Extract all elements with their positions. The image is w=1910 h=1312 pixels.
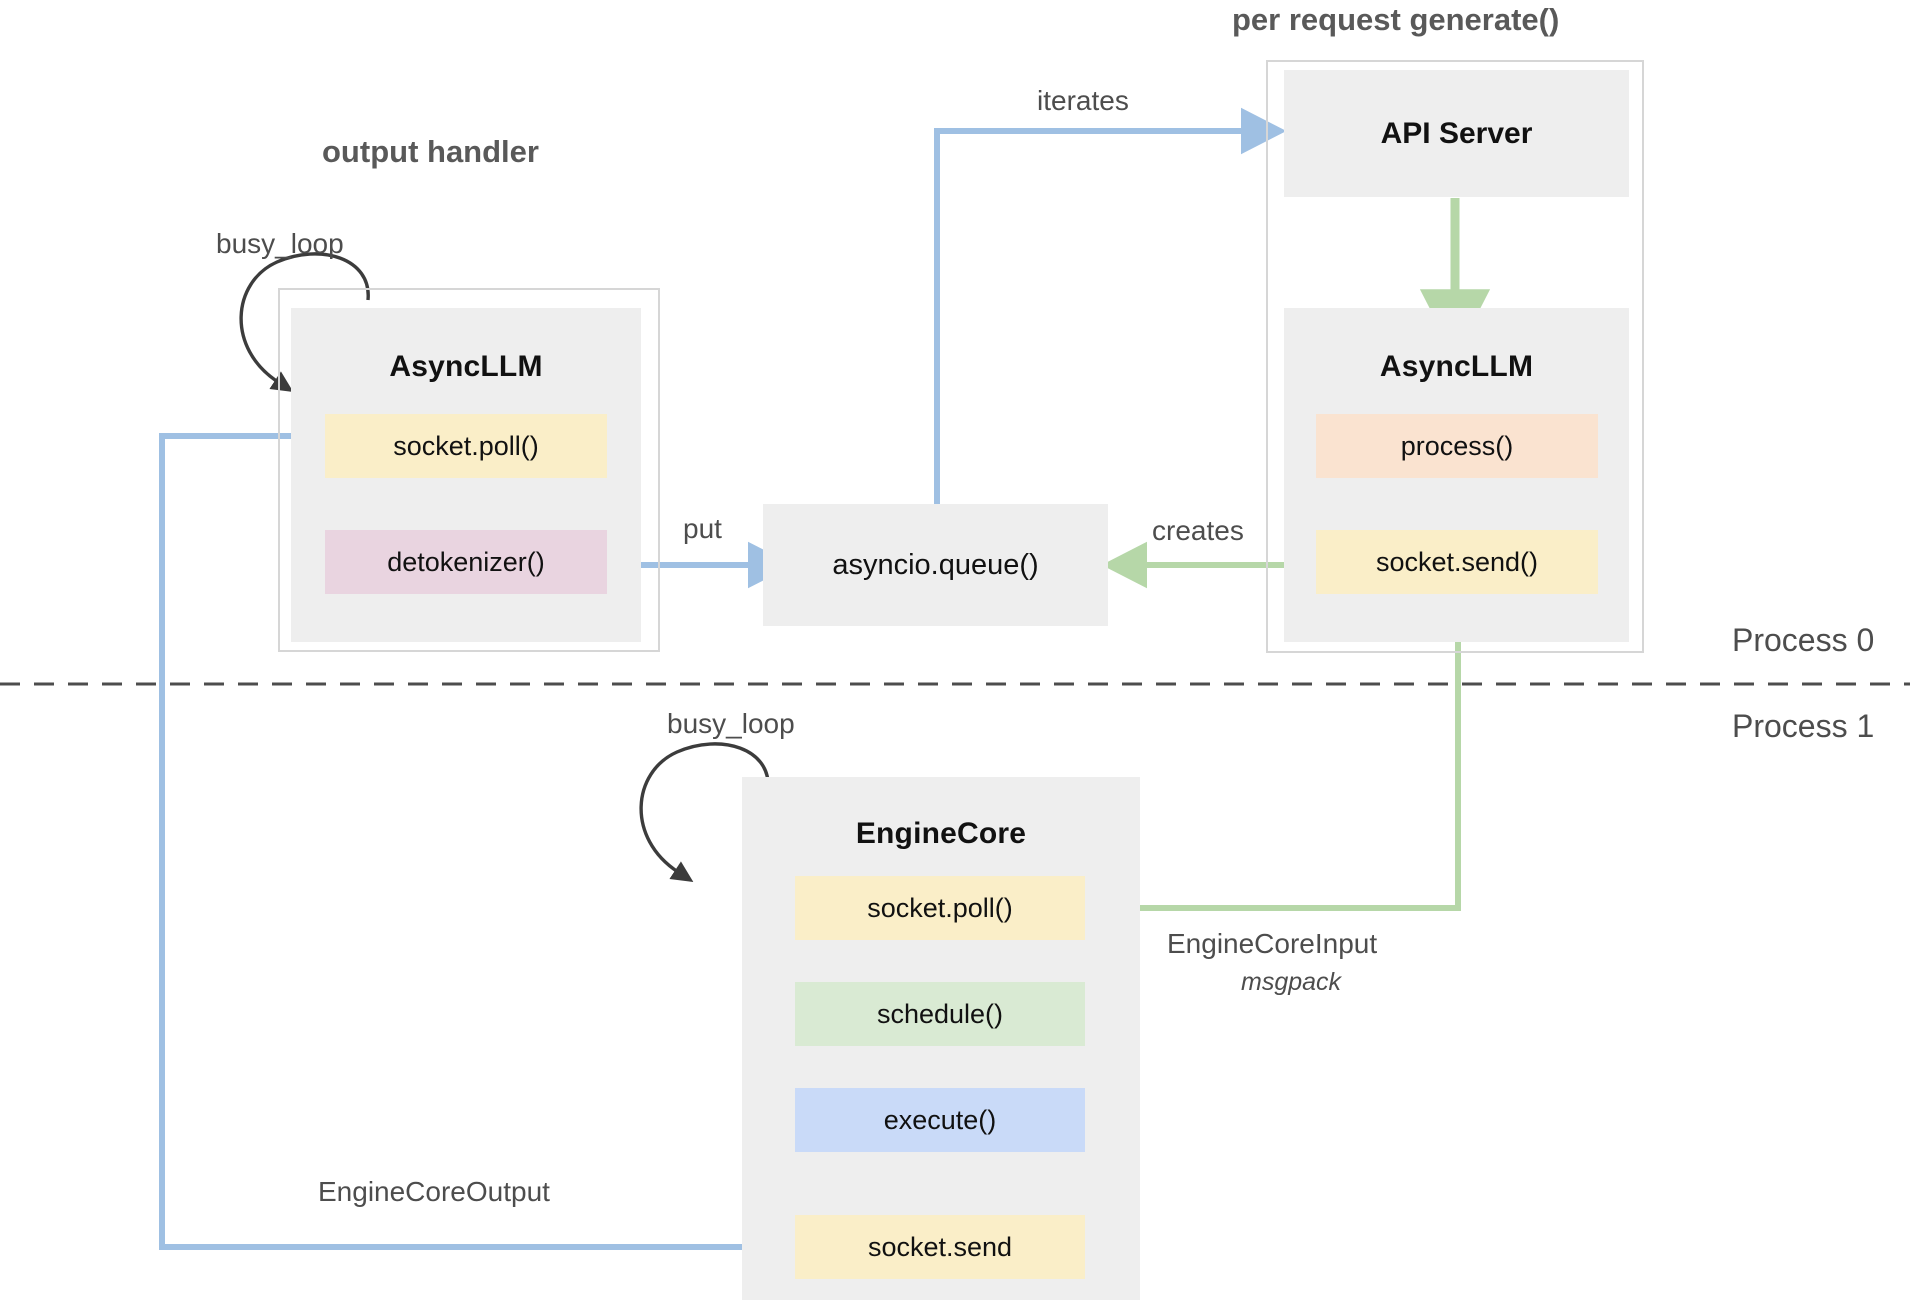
busy-loop-arc-left (239, 252, 370, 393)
async-llm-left-item-detokenizer[interactable]: detokenizer() (325, 530, 607, 594)
engine-core-title: EngineCore (855, 817, 1027, 850)
edge-label-iterates: iterates (1037, 85, 1129, 116)
async-llm-right-item-socket-send[interactable]: socket.send() (1316, 530, 1598, 594)
group-label-output-handler: output handler (322, 134, 539, 169)
process-label-1: Process 1 (1732, 708, 1875, 744)
async-llm-right-item-process[interactable]: process() (1316, 414, 1598, 478)
busy-loop-label-engine: busy_loop (667, 708, 795, 739)
edge-label-engine-core-input: EngineCoreInput (1167, 928, 1378, 959)
process-label-0: Process 0 (1732, 622, 1875, 658)
edge-engine-core-output (159, 412, 795, 1250)
group-label-per-request-generate: per request generate() (1232, 2, 1560, 37)
async-llm-left-title: AsyncLLM (389, 350, 543, 383)
engine-core-item-execute[interactable]: execute() (795, 1088, 1085, 1152)
async-llm-left-item-socket-poll[interactable]: socket.poll() (325, 414, 607, 478)
busy-loop-label-left: busy_loop (216, 228, 344, 259)
edge-label-put: put (683, 513, 722, 544)
edge-label-engine-core-output: EngineCoreOutput (318, 1176, 550, 1207)
busy-loop-arc-engine (639, 742, 770, 883)
api-server-box[interactable]: API Server (1284, 70, 1629, 197)
engine-core-item-socket-poll[interactable]: socket.poll() (795, 876, 1085, 940)
engine-core-item-schedule[interactable]: schedule() (795, 982, 1085, 1046)
edge-label-creates: creates (1152, 515, 1244, 546)
edge-iterates (934, 107, 1287, 505)
asyncio-queue-box[interactable]: asyncio.queue() (763, 504, 1108, 626)
output-handler-group-outline (278, 288, 660, 652)
edge-sublabel-msgpack: msgpack (1241, 968, 1342, 996)
engine-core-item-socket-send[interactable]: socket.send (795, 1215, 1085, 1279)
per-request-generate-group-outline (1266, 60, 1644, 653)
async-llm-right-title: AsyncLLM (1379, 350, 1534, 383)
edge-engine-core-input (1065, 590, 1461, 932)
